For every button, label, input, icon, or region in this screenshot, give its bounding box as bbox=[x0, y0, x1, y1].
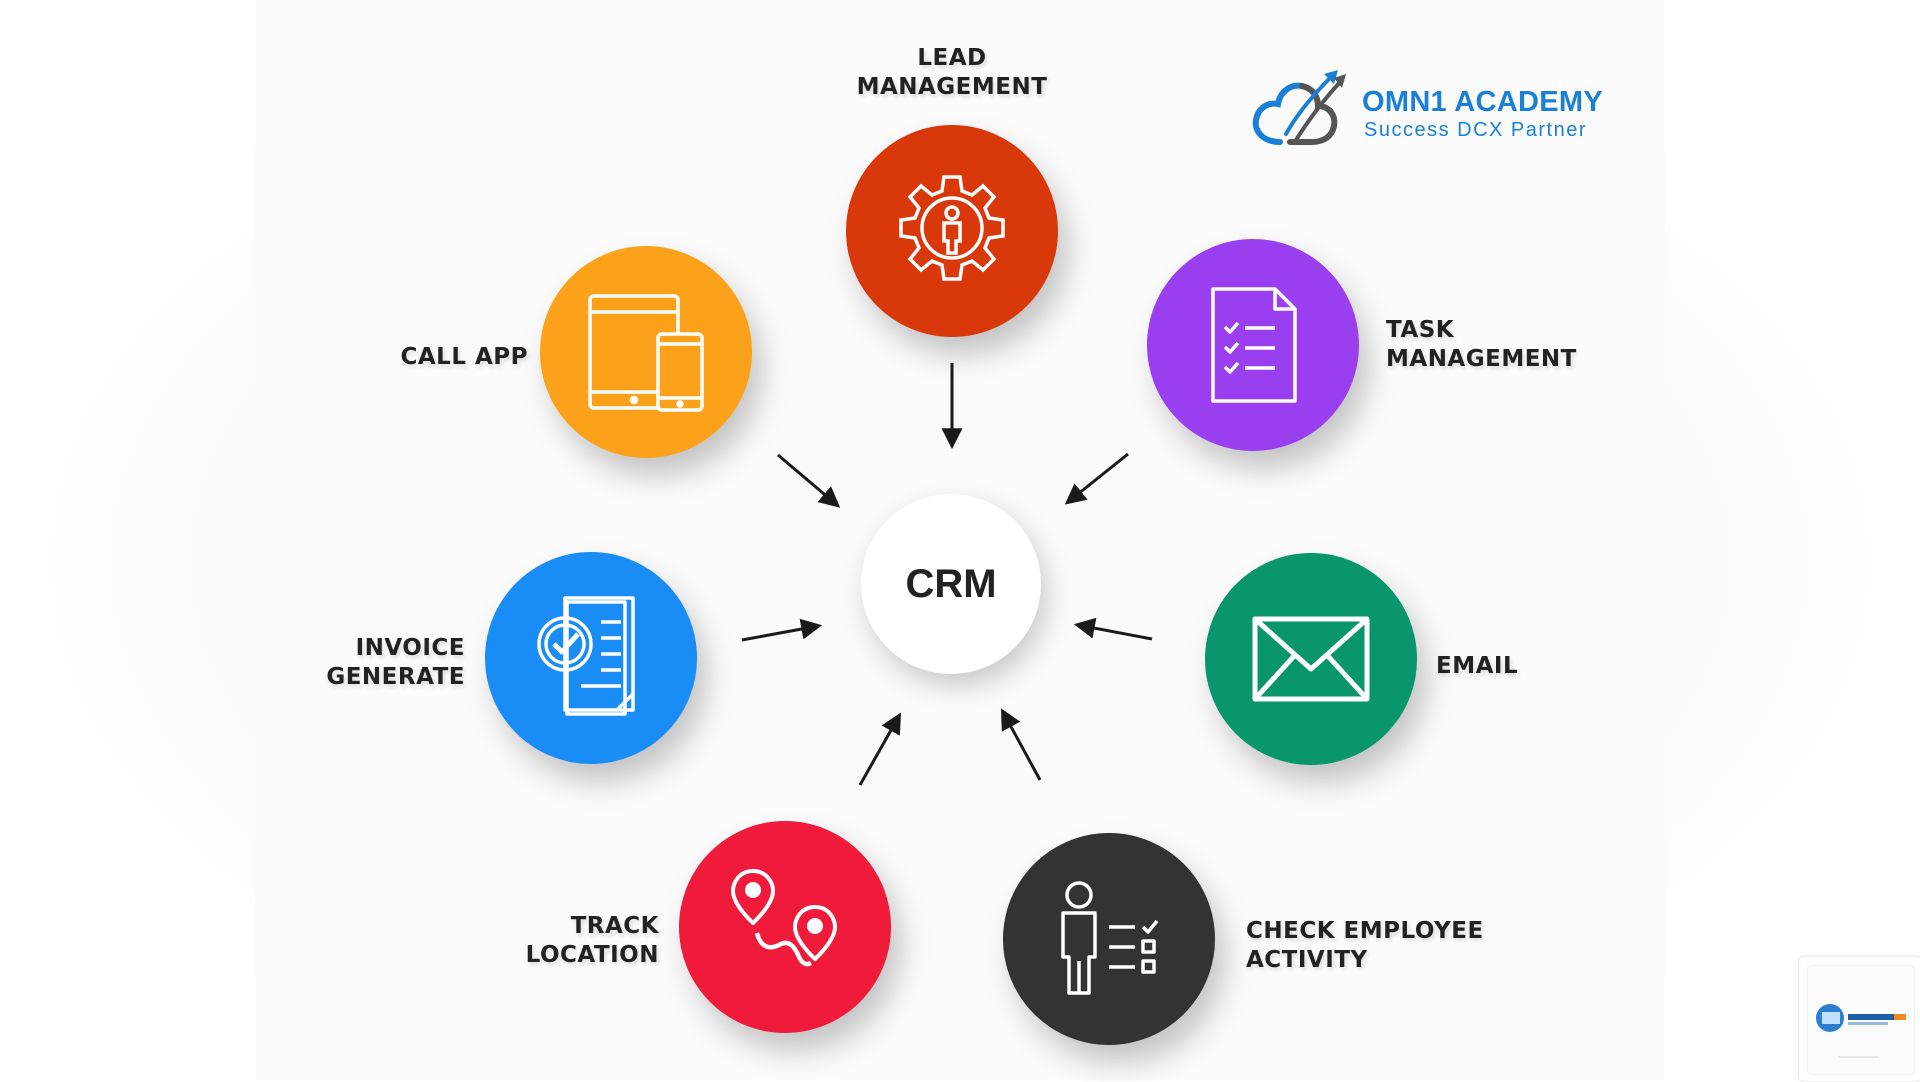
brand-logo: OMN1 ACADEMY Success DCX Partner bbox=[1240, 64, 1620, 154]
route-pins-icon bbox=[731, 869, 837, 967]
arrow-from-call-app bbox=[777, 453, 841, 508]
envelope-icon bbox=[1252, 616, 1370, 702]
crm-center-node: CRM bbox=[861, 494, 1041, 674]
watermark-inner bbox=[1807, 965, 1915, 1075]
label-call-app: CALL APP bbox=[400, 344, 528, 370]
brand-subtitle: Success DCX Partner bbox=[1364, 119, 1588, 141]
watermark-card bbox=[1798, 956, 1920, 1082]
node-call-app bbox=[540, 246, 752, 458]
arrow-from-invoice-generate bbox=[741, 618, 823, 642]
tablet-phone-icon bbox=[588, 294, 704, 412]
person-checklist-icon bbox=[1061, 881, 1159, 995]
maytinh365-logo-icon bbox=[1816, 1004, 1906, 1058]
arrow-from-task-management bbox=[1064, 452, 1129, 505]
node-task-management bbox=[1147, 239, 1359, 451]
node-invoice-generate bbox=[485, 552, 697, 764]
node-lead-management bbox=[846, 125, 1058, 337]
arrow-from-check-employee-activity bbox=[1000, 708, 1042, 781]
node-track-location bbox=[679, 821, 891, 1033]
cloud-arrow-logo-icon bbox=[1252, 70, 1346, 145]
arrow-from-track-location bbox=[858, 712, 902, 786]
invoice-check-icon bbox=[537, 596, 635, 716]
crm-label: CRM bbox=[905, 561, 997, 606]
label-email: EMAIL bbox=[1436, 653, 1519, 679]
node-email bbox=[1205, 553, 1417, 765]
checklist-document-icon bbox=[1211, 287, 1297, 403]
brand-title: OMN1 ACADEMY bbox=[1362, 86, 1603, 118]
arrow-from-email bbox=[1073, 617, 1153, 641]
node-check-employee-activity bbox=[1003, 833, 1215, 1045]
gear-person-icon bbox=[899, 175, 1005, 281]
